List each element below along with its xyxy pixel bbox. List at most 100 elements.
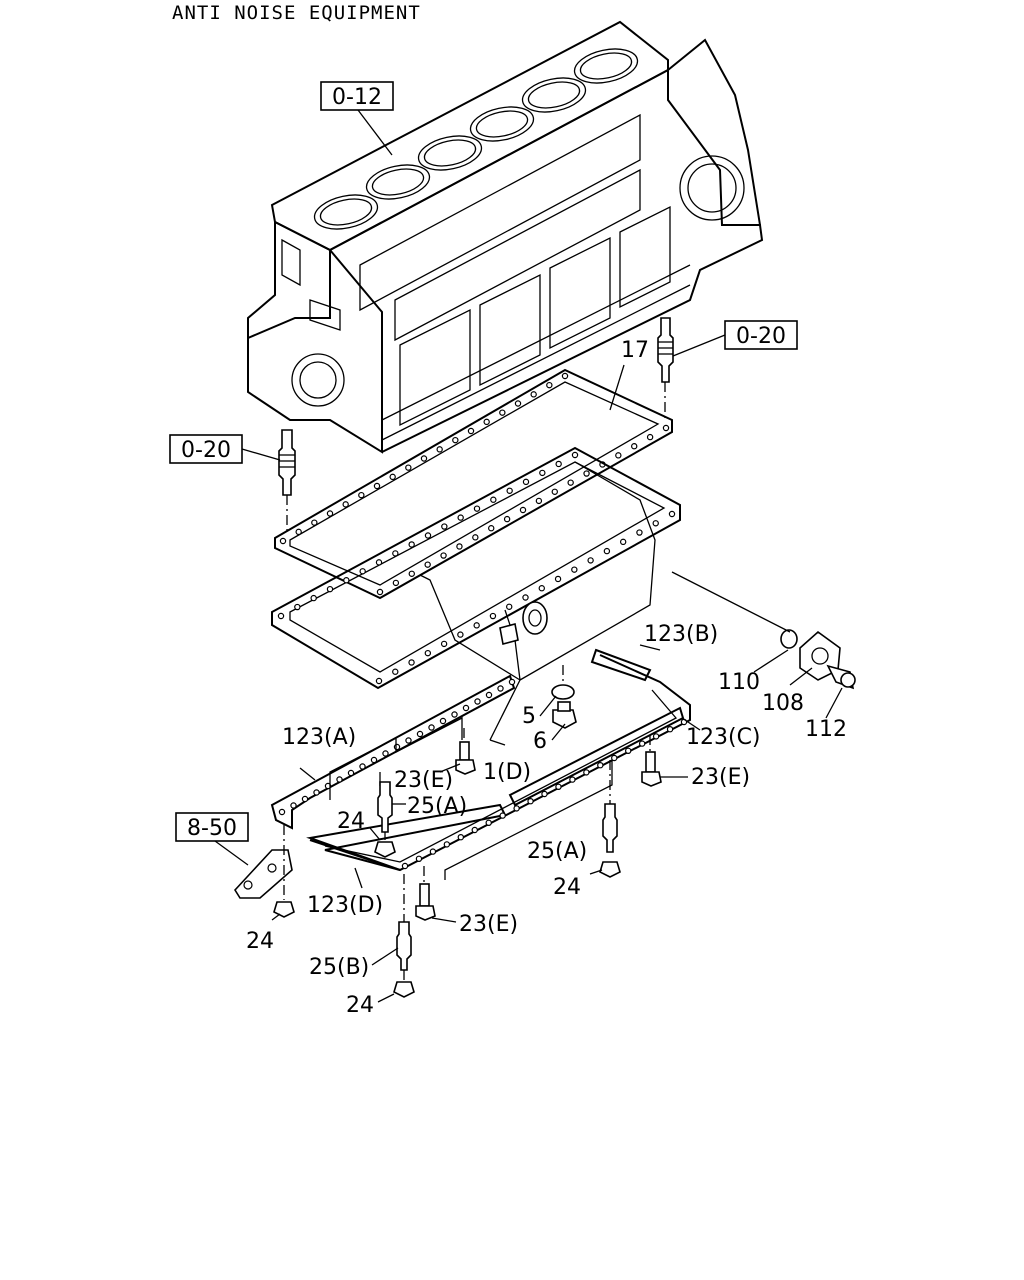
bolt-hole xyxy=(415,855,423,863)
ref-box-stud-left[interactable]: 0-20 xyxy=(169,434,243,464)
bolt-hole xyxy=(527,798,534,805)
bolt-hole xyxy=(393,743,401,751)
anti-noise-gaskets xyxy=(270,648,691,872)
bolt-hole xyxy=(313,789,320,796)
bolt-hole xyxy=(347,769,355,777)
bolt-hole xyxy=(359,568,366,575)
ref-box-bracket[interactable]: 8-50 xyxy=(175,812,249,842)
bolt-hole xyxy=(522,594,529,601)
bolt-23e-a xyxy=(455,728,476,775)
callout-24-d: 24 xyxy=(346,993,374,1018)
bolt-hole xyxy=(277,612,285,620)
bolt-hole xyxy=(488,525,495,532)
bolt-hole xyxy=(467,427,475,435)
bolt-hole xyxy=(503,515,511,523)
bolt-hole xyxy=(436,446,443,453)
bolt-hole xyxy=(462,704,470,712)
bolt-hole xyxy=(508,678,516,686)
callout-123d: 123(D) xyxy=(307,893,383,918)
bolt-hole xyxy=(506,487,513,494)
bolt-hole xyxy=(583,769,590,776)
bolt-hole xyxy=(429,848,437,855)
bolt-hole xyxy=(457,631,464,638)
bolt-hole xyxy=(389,473,396,481)
bolt-hole xyxy=(522,478,530,486)
drain-components xyxy=(780,629,856,690)
bolt-hole xyxy=(555,783,562,791)
ref-box-stud-right[interactable]: 0-20 xyxy=(724,320,798,350)
callout-110: 110 xyxy=(718,670,760,695)
bolt-hole xyxy=(490,496,497,503)
bracket xyxy=(233,825,295,918)
bolt-hole xyxy=(401,862,409,870)
callout-5: 5 xyxy=(522,704,536,729)
bolt-hole xyxy=(392,550,399,557)
bolt-hole xyxy=(471,826,478,834)
stud-25b xyxy=(393,874,415,998)
bolt-hole xyxy=(375,677,383,685)
bolt-hole xyxy=(457,514,464,521)
bolt-hole xyxy=(295,528,302,536)
oil-pan xyxy=(271,446,681,690)
bolt-23e-c xyxy=(415,866,436,921)
bolt-hole xyxy=(569,776,576,783)
callout-24-c: 24 xyxy=(246,929,274,954)
bolt-hole xyxy=(336,776,343,783)
bolt-hole xyxy=(408,570,415,577)
bolt-hole xyxy=(615,452,622,459)
bolt-hole xyxy=(514,400,522,407)
bolt-hole xyxy=(279,537,287,545)
bolt-hole xyxy=(420,455,428,462)
bolt-hole xyxy=(278,808,286,816)
ref-label-engine-block: 0-12 xyxy=(332,85,382,110)
bolt-hole xyxy=(443,841,451,848)
bolt-hole xyxy=(530,391,537,398)
bolt-hole xyxy=(519,506,527,514)
bolt-hole xyxy=(408,659,415,666)
bolt-hole xyxy=(535,497,543,505)
bolt-hole xyxy=(472,534,479,541)
ref-label-bracket: 8-50 xyxy=(187,816,237,841)
bolt-hole xyxy=(290,802,297,809)
bolt-hole xyxy=(440,552,447,559)
bolt-hole xyxy=(474,698,481,705)
bolt-hole xyxy=(668,510,676,518)
bolt-hole xyxy=(424,649,432,657)
engine-block-illustration xyxy=(247,20,764,454)
bolt-hole xyxy=(666,726,674,733)
callout-23e-a: 23(E) xyxy=(394,768,453,793)
bolt-hole xyxy=(567,479,574,486)
bolt-hole xyxy=(541,790,548,798)
callout-6: 6 xyxy=(533,729,547,754)
bolt-hole xyxy=(583,470,590,477)
bolt-hole xyxy=(571,566,578,573)
stud-left xyxy=(278,429,296,535)
bolt-hole xyxy=(370,756,378,764)
callout-25a-b: 25(A) xyxy=(527,839,587,864)
bolt-hole xyxy=(611,754,618,762)
bolt-hole xyxy=(294,603,301,611)
diagram-title: ANTI NOISE EQUIPMENT xyxy=(172,2,421,24)
bolt-hole xyxy=(587,557,594,564)
bolt-hole xyxy=(456,543,463,550)
bolt-hole xyxy=(326,510,334,517)
bolt-hole xyxy=(326,585,334,593)
callout-24-b: 24 xyxy=(553,875,581,900)
bolt-hole xyxy=(301,795,309,803)
bolt-hole xyxy=(342,501,349,508)
bolt-hole xyxy=(551,488,558,495)
bolt-hole xyxy=(441,523,448,530)
bolt-hole xyxy=(636,529,643,536)
bolt-hole xyxy=(405,737,412,744)
bolt-hole xyxy=(489,612,497,620)
ref-box-engine-block[interactable]: 0-12 xyxy=(320,81,394,111)
bolt-hole xyxy=(571,451,579,459)
callout-23e-c: 23(E) xyxy=(459,912,518,937)
ref-label-stud-left: 0-20 xyxy=(181,438,231,463)
callout-123b: 123(B) xyxy=(644,622,718,647)
bolt-hole xyxy=(376,588,384,596)
callout-112: 112 xyxy=(805,717,847,742)
stud-25a-b xyxy=(599,760,621,878)
bolt-hole xyxy=(439,717,447,725)
